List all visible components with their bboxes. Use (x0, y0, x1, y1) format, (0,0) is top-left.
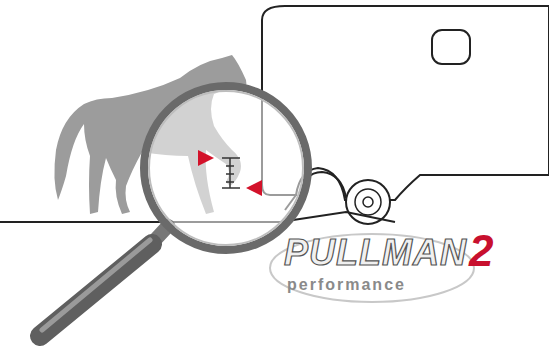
red-arrow-right (198, 150, 214, 166)
logo-tagline: performance (287, 276, 406, 294)
logo-number: 2 (469, 226, 493, 276)
wheel-center (363, 197, 373, 207)
red-arrow-left (246, 180, 262, 196)
handle-highlight (42, 240, 150, 330)
magnifier-handle (40, 244, 152, 336)
lens-inner-ring (149, 91, 303, 245)
logo-word: PULLMAN (284, 232, 467, 274)
wheel-hub (355, 189, 381, 215)
measure-ticks (222, 158, 240, 188)
trailer-window (432, 30, 470, 64)
lens-ring (144, 86, 308, 250)
